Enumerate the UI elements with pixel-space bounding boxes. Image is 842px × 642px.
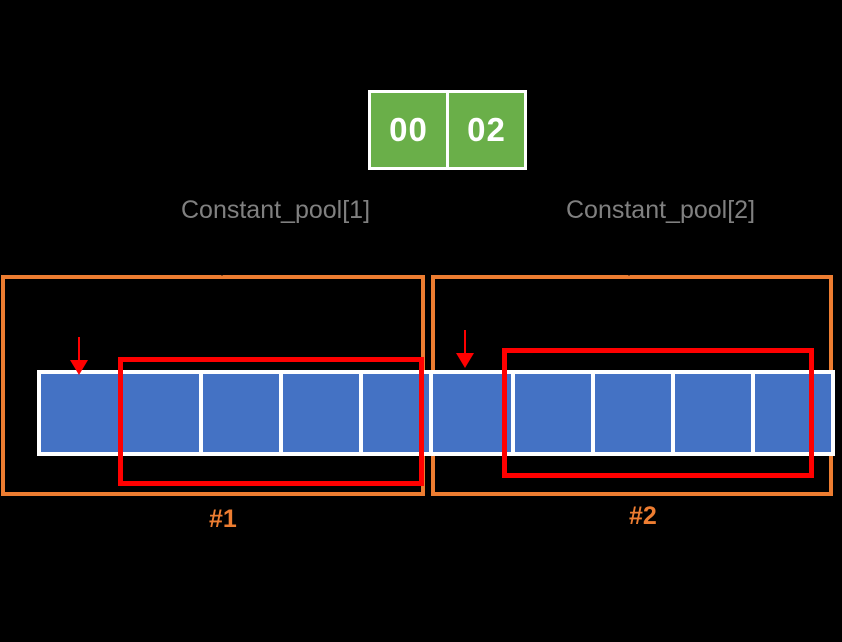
red-highlight-entry-1 — [118, 357, 424, 486]
red-arrow-head-2 — [456, 353, 474, 368]
info-byte-entry-1-3 — [363, 374, 439, 452]
connector-arrow-caption-2 — [620, 264, 638, 276]
byte-strip-entry-2 — [429, 370, 835, 456]
info-byte-entry-1-0 — [123, 374, 199, 452]
caption-constant-pool-1: Constant_pool[1] — [181, 196, 371, 224]
byte-cell-high: 00 — [371, 93, 446, 167]
tag-byte-entry-2 — [433, 374, 511, 452]
red-arrow-tag-entry-1 — [70, 337, 88, 375]
red-arrow-tag-entry-2 — [456, 330, 474, 368]
caption-constant-pool-2: Constant_pool[2] — [566, 196, 756, 224]
info-byte-entry-2-3 — [755, 374, 831, 452]
info-byte-entry-2-2 — [675, 374, 751, 452]
tag-byte-entry-1 — [41, 374, 119, 452]
info-byte-entry-2-1 — [595, 374, 671, 452]
red-arrow-head-1 — [70, 360, 88, 375]
red-arrow-shaft-2 — [464, 330, 466, 356]
byte-strip-entry-1 — [37, 370, 443, 456]
info-byte-entry-1-1 — [203, 374, 279, 452]
info-byte-entry-1-2 — [283, 374, 359, 452]
byte-cell-low: 02 — [449, 93, 524, 167]
red-arrow-shaft-1 — [78, 337, 80, 363]
index-label-entry-1: #1 — [209, 505, 237, 533]
info-byte-entry-2-0 — [515, 374, 591, 452]
index-label-entry-2: #2 — [629, 502, 657, 530]
connector-arrow-caption-1 — [213, 264, 231, 276]
red-highlight-entry-2 — [502, 348, 814, 478]
constant-pool-count-bytes: 00 02 — [368, 90, 527, 170]
